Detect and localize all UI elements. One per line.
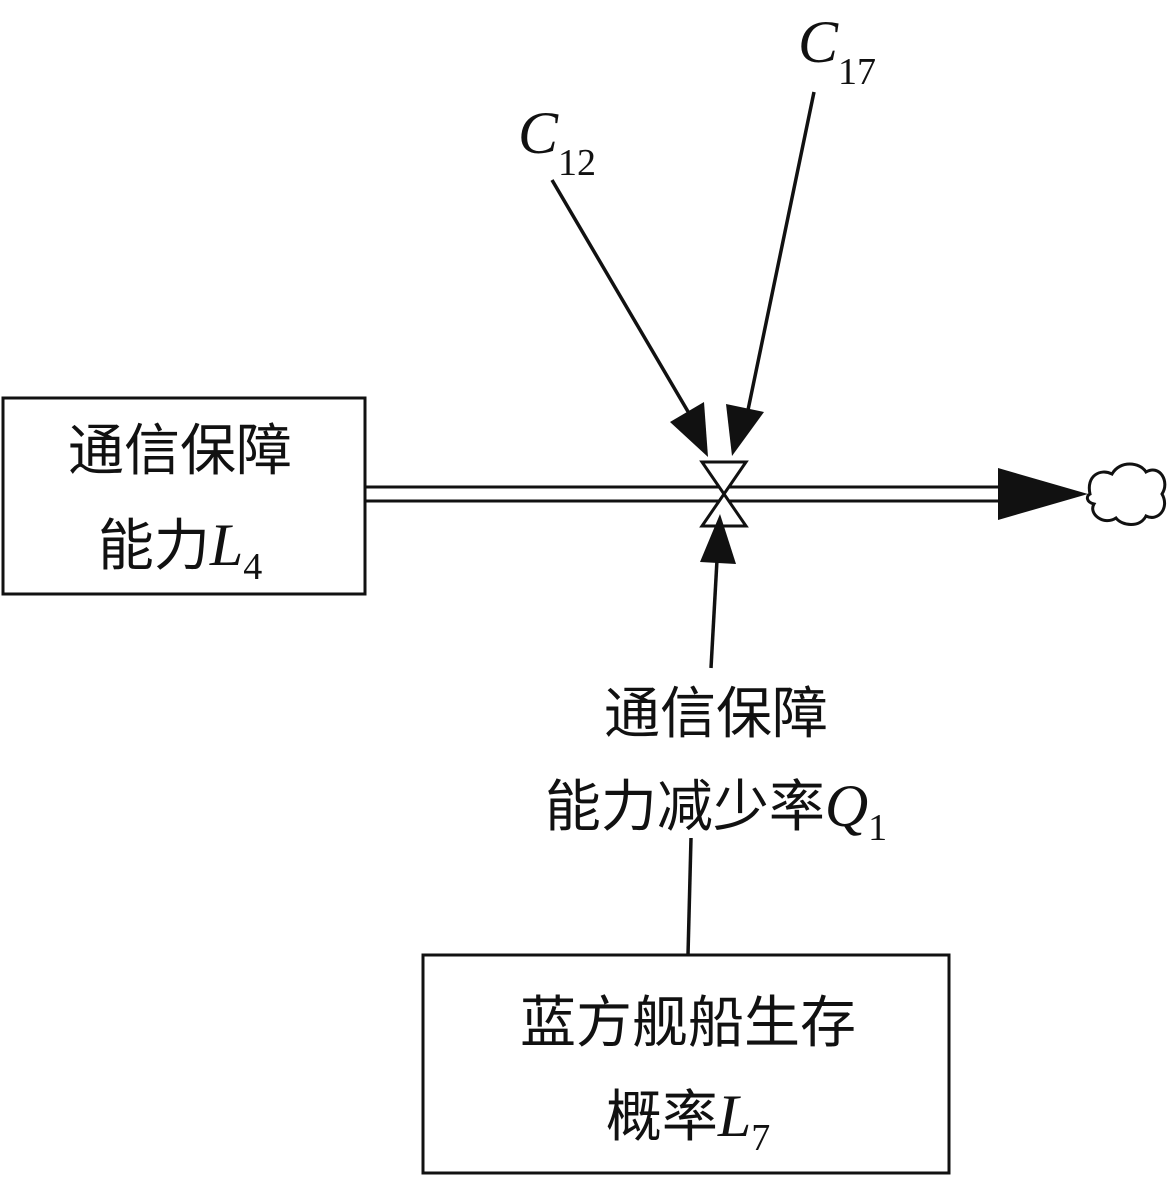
stock-comm-capability[interactable]: 通信保障 能力L4 xyxy=(1,396,367,596)
flow-valve-icon xyxy=(699,460,749,528)
constant-c17-label: C17 xyxy=(798,9,876,93)
constant-c12[interactable]: C12 xyxy=(518,100,596,184)
stock-comm-capability-line2: 能力L4 xyxy=(98,512,262,588)
outflow-pipe xyxy=(366,468,1088,520)
constant-c17[interactable]: C17 xyxy=(798,9,876,93)
rate-label-line1: 通信保障 xyxy=(604,682,828,747)
c17-link-arrow xyxy=(726,91,816,456)
stock-blue-ship-survival-box xyxy=(421,953,951,1175)
stock-blue-ship-survival-line1: 蓝方舰船生存 xyxy=(520,991,856,1056)
stock-blue-ship-survival-line2: 概率L7 xyxy=(606,1083,770,1159)
stock-comm-capability-box xyxy=(1,396,367,596)
survival-link-arrow xyxy=(686,514,736,956)
rate-label-line2: 能力减少率Q1 xyxy=(545,773,887,849)
constant-c12-label: C12 xyxy=(518,100,596,184)
rate-comm-capability-decrease[interactable]: 通信保障 能力减少率Q1 xyxy=(545,682,887,849)
flow-arrowhead xyxy=(998,468,1088,520)
stock-blue-ship-survival[interactable]: 蓝方舰船生存 概率L7 xyxy=(421,953,951,1175)
stock-comm-capability-line1: 通信保障 xyxy=(68,419,292,484)
sink-cloud-icon xyxy=(1085,462,1167,526)
c12-link-arrow xyxy=(550,179,708,457)
